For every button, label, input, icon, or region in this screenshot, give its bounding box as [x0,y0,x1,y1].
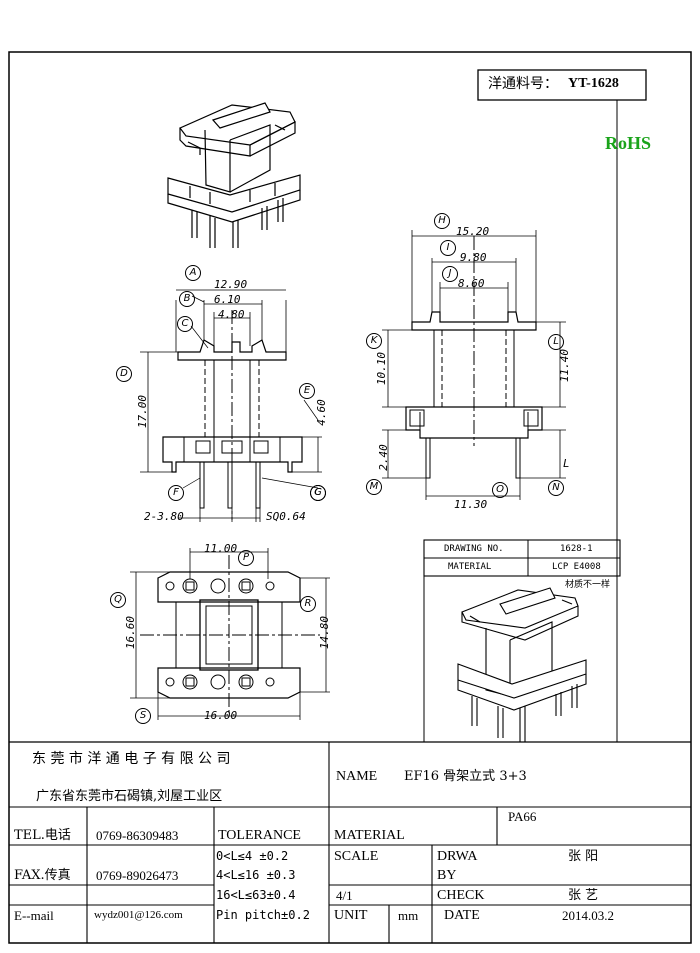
part-number-box [477,69,647,101]
dim-c-value: 4.80 [218,308,245,321]
dim-n-value: L [563,457,570,470]
tolerance-range-3: 16<L≤63±0.4 [216,888,296,902]
draw-label-2: BY [437,868,457,883]
tolerance-pin-pitch: Pin pitch±0.2 [216,908,310,922]
callout-a: A [185,265,201,281]
unit-value: mm [398,908,419,923]
callout-i: I [440,240,456,256]
callout-e: E [299,383,315,399]
dim-h-value: 15.20 [456,225,490,238]
scale-label: SCALE [334,849,379,864]
callout-n: N [548,480,564,496]
callout-r: R [300,596,316,612]
dim-a-value: 12.90 [214,278,248,291]
drawing-material-label: MATERIAL [448,562,492,572]
company-name: 东 莞 市 洋 通 电 子 有 限 公 司 [32,751,231,767]
company-address: 广东省东莞市石碣镇,刘屋工业区 [36,789,223,804]
callout-j: J [442,266,458,282]
email-value: wydz001@126.com [94,909,183,921]
checked-by: 张 艺 [568,888,599,903]
isometric-view-top [167,102,301,248]
drawing-info-table [423,539,621,742]
dim-d-value: 17.00 [136,394,150,429]
front-view [140,289,322,522]
check-label: CHECK [437,888,485,903]
callout-k: K [366,333,382,349]
dim-s-value: 16.00 [204,709,238,722]
callout-s: S [135,708,151,724]
fax-label: FAX.传真 [14,868,71,883]
scale-value: 4/1 [336,888,353,903]
callout-m: M [366,479,382,495]
name-label: NAME [336,769,378,784]
drawing-no-label: DRAWING NO. [444,544,504,554]
dim-p-value: 11.00 [204,542,238,555]
dim-q-value: 16.60 [124,615,138,650]
tel-value: 0769-86309483 [96,828,179,843]
material-value: PA66 [508,809,537,824]
callout-h: H [434,213,450,229]
dim-m-value: 2.40 [376,444,390,471]
tel-label: TEL.电话 [14,828,71,843]
dim-j-value: 8.60 [458,277,485,290]
dim-f-value: 2-3.80 [144,510,184,523]
callout-q: Q [110,592,126,608]
dim-l-value: 11.40 [558,348,572,383]
fax-value: 0769-89026473 [96,868,179,883]
drawing-no-value: 1628-1 [560,544,593,554]
dim-b-value: 6.10 [214,293,241,306]
callout-p: P [238,550,254,566]
date-label: DATE [444,908,480,923]
dim-i-value: 9.80 [460,251,487,264]
drawing-material-value: LCP E4008 [552,562,601,572]
dim-o-value: 11.30 [454,498,488,511]
drawn-by: 张 阳 [568,849,599,864]
bottom-view [130,548,330,720]
tolerance-range-1: 0<L≤4 ±0.2 [216,849,289,863]
callout-d: D [116,366,132,382]
dim-g-value: SQ0.64 [266,510,306,523]
date-value: 2014.03.2 [562,908,614,923]
dim-e-value: 4.60 [314,399,328,426]
callout-l: L [548,334,564,350]
name-value: EF16 骨架立式 3+3 [404,769,527,784]
title-block [9,741,691,943]
dim-r-value: 14.80 [318,615,332,650]
callout-b: B [179,291,195,307]
part-number-prefix: 洋通料号： [488,76,558,92]
isometric-view-small [457,587,587,742]
callout-f: F [168,485,184,501]
email-label: E--mail [14,908,54,923]
callout-o: O [492,482,508,498]
tolerance-label: TOLERANCE [218,828,301,843]
draw-label-1: DRWA [437,849,478,864]
dim-k-value: 10.10 [375,351,389,386]
callout-c: C [177,316,193,332]
material-label: MATERIAL [334,828,405,843]
material-note: 材质不一样 [565,580,611,590]
side-view [382,230,566,500]
unit-label: UNIT [334,908,368,923]
rohs-label: RoHS [605,133,652,153]
tolerance-range-2: 4<L≤16 ±0.3 [216,868,296,882]
part-number: YT-1628 [568,76,619,91]
outer-frame [8,51,692,944]
callout-c-pin: C [310,485,326,501]
